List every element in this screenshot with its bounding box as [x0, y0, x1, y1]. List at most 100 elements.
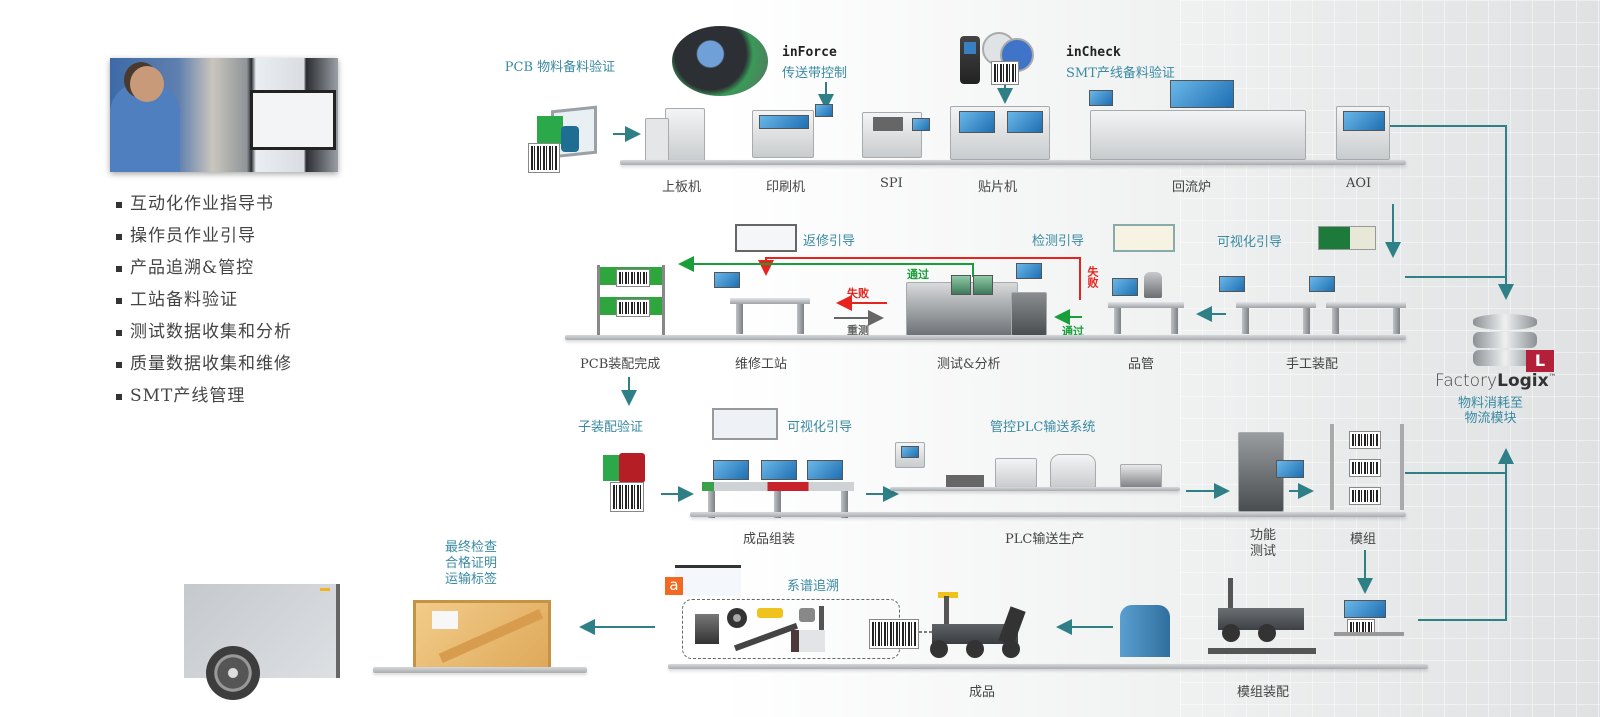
factorylogix-caption-line-2: 物流模块 [1464, 411, 1517, 426]
station-label-repair: 维修工站 [735, 357, 788, 372]
station-label-functional-test: 功能测试 [1249, 528, 1276, 559]
bench-top [1236, 302, 1316, 308]
printer-window [759, 115, 809, 129]
factorylogix-caption-line-1: 物料消耗至 [1458, 396, 1524, 411]
kit-table [1334, 632, 1404, 636]
barcode-icon [1350, 432, 1380, 448]
plc-conveyor-table [890, 487, 1180, 491]
document-icon [537, 116, 563, 144]
spi-monitor [912, 118, 930, 131]
incheck-subtitle: SMT产线备料验证 [1066, 66, 1175, 81]
inspect-guide-thumbnail [1113, 224, 1175, 252]
plc-panel-screen [901, 446, 919, 458]
bench-leg [736, 304, 743, 334]
connector-moduleassy-to-factorylogix [1418, 448, 1514, 621]
connector-aoi-to-factorylogix [1380, 125, 1514, 300]
repair-guide-thumbnail [735, 224, 797, 252]
manual-monitor-2 [1309, 276, 1335, 292]
printer-machine [752, 110, 814, 158]
operator-head [130, 66, 164, 102]
visual-guide-thumbnail-row3 [712, 408, 778, 440]
inforce-device-photo [672, 26, 768, 96]
bullet-icon [116, 329, 122, 336]
handheld-scanner-icon [960, 36, 980, 84]
repair-guide-label: 返修引导 [803, 234, 856, 249]
pick-place-window-left [959, 111, 995, 133]
feature-list: 互动化作业指导书 操作员作业引导 产品追溯&管控 工站备料验证 测试数据收集和分… [116, 188, 292, 412]
inspect-guide-label: 检测引导 [1032, 234, 1085, 249]
chip-stack-icon [695, 614, 719, 644]
genealogy-components-box [682, 599, 900, 659]
bullet-icon [116, 297, 122, 304]
bench-leg [841, 491, 848, 518]
frame-wheel [1222, 624, 1240, 642]
operator-photo [110, 58, 338, 172]
pcb-verify-icon [529, 105, 597, 172]
feature-item: 操作员作业引导 [116, 220, 292, 252]
bench-leg [774, 491, 781, 518]
station-label-aoi: AOI [1346, 176, 1372, 191]
pass-label-1: 通过 [907, 268, 929, 281]
manual-monitor-1 [1219, 276, 1245, 292]
test-analysis-machine [906, 275, 1018, 336]
crate-label [432, 611, 458, 629]
logo-tm: ™ [1548, 372, 1557, 382]
rod-icon [819, 606, 824, 636]
reflow-oven [1090, 110, 1306, 160]
blue-cabinet-icon [1120, 605, 1170, 657]
final-assembly-shelf [690, 512, 1406, 517]
station-label-reflow: 回流炉 [1172, 180, 1212, 195]
final-check-line-3: 运输标签 [445, 572, 498, 587]
trailer-light [320, 588, 330, 591]
frame-body [1218, 608, 1304, 630]
barcode-icon [1350, 488, 1380, 504]
visual-guide-label-row3: 可视化引导 [787, 420, 853, 435]
barcode-icon [617, 300, 649, 316]
monitor-in-photo [250, 90, 336, 150]
assembly-monitor-1 [713, 460, 749, 480]
factorylogix-logo: FactoryLogix™ [1435, 371, 1557, 391]
genealogy-label: 系谱追溯 [787, 579, 840, 594]
feature-item: 质量数据收集和维修 [116, 348, 292, 380]
factorylogix-database-icon [1473, 314, 1539, 370]
sub-assembly-verify-icon [603, 453, 653, 515]
inforce-title: inForce [782, 45, 837, 60]
fail-label-1: 失败 [847, 287, 869, 300]
trailer-wheel [206, 646, 260, 700]
assembly-workbench [702, 482, 854, 518]
station-label-final-assembly: 成品组装 [743, 532, 796, 547]
bearing-icon [799, 608, 815, 622]
barcode-icon [617, 270, 649, 286]
assembly-monitor-2 [761, 460, 797, 480]
reflow-monitor [1089, 90, 1113, 106]
frame-wheel [1258, 624, 1276, 642]
repair-monitor [714, 272, 740, 288]
bench-leg [1242, 308, 1249, 334]
feature-item: 产品追溯&管控 [116, 252, 292, 284]
station-label-manual-assembly: 手工装配 [1286, 357, 1339, 372]
scanner-screen [964, 42, 976, 54]
retest-label: 重测 [847, 324, 869, 337]
loader-machine [665, 108, 705, 162]
plc-press [1120, 464, 1162, 488]
station-label-loader: 上板机 [662, 180, 702, 195]
module-kit-station [1334, 600, 1404, 660]
bullet-icon [116, 233, 122, 240]
barcode-icon [529, 144, 559, 172]
feature-item: 工站备料验证 [116, 284, 292, 316]
feature-item: 互动化作业指导书 [116, 188, 292, 220]
logo-logix: Logix [1497, 371, 1549, 391]
product-barcode [870, 620, 918, 648]
bench-leg [797, 304, 804, 334]
kit-monitor [1344, 600, 1386, 618]
station-label-test-analysis: 测试&分析 [937, 357, 1001, 372]
station-label-finished-product: 成品 [969, 685, 996, 700]
feature-item: SMT产线管理 [116, 380, 292, 412]
frame-stand [1208, 648, 1316, 654]
sub-assembly-verify-label: 子装配验证 [578, 420, 644, 435]
station-label-module: 模组 [1350, 532, 1377, 547]
pass-label-2: 通过 [1062, 325, 1084, 338]
barcode-icon [1350, 460, 1380, 476]
shipping-crate-icon [413, 600, 551, 670]
